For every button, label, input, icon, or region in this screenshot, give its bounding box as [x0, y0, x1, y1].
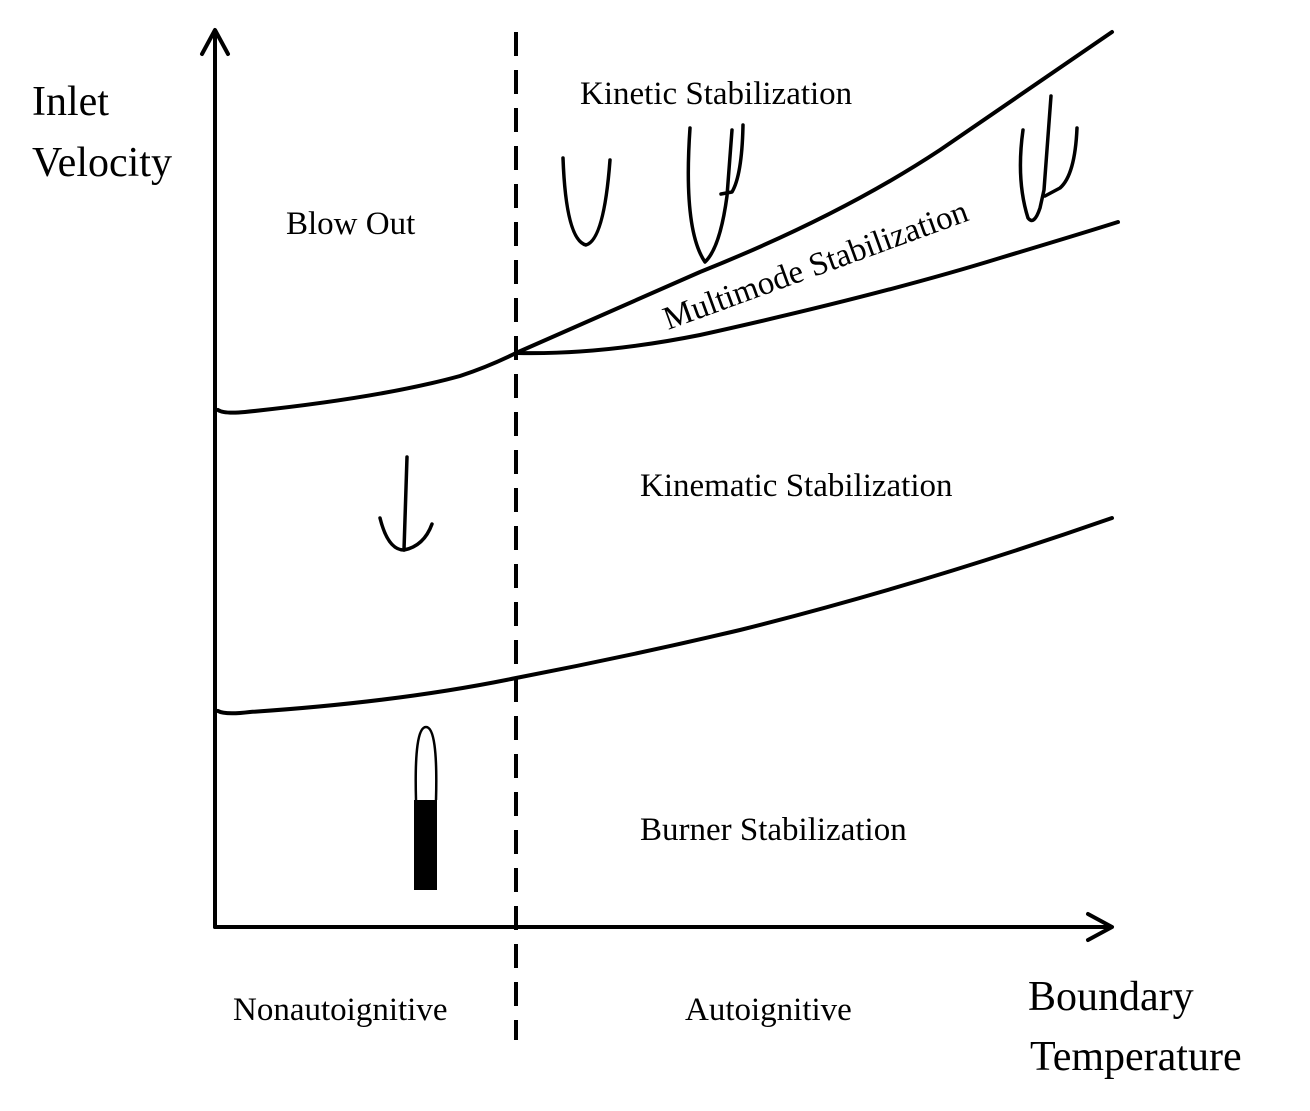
burner-tube [414, 800, 437, 890]
burner-flame-icon [414, 725, 438, 890]
kinetic-flame-icon-2 [686, 123, 745, 264]
multimode-kinematic-boundary-curve [514, 220, 1120, 356]
y-axis-title-line1: Inlet [32, 79, 109, 125]
blow-out-label: Blow Out [286, 206, 415, 242]
multimode-flame-icon [1018, 94, 1079, 223]
y-axis-arrowhead [200, 28, 230, 56]
kinematic-flame-icon [378, 455, 434, 552]
autoignitive-label: Autoignitive [685, 992, 852, 1028]
nonautoignitive-label: Nonautoignitive [233, 992, 447, 1028]
kinematic-burner-boundary-curve [216, 516, 1114, 716]
kinetic-multimode-boundary-curve [514, 30, 1114, 355]
x-axis-title-line1: Boundary [1028, 974, 1194, 1020]
kinetic-stabilization-label: Kinetic Stabilization [580, 76, 852, 112]
x-axis-arrowhead [1086, 912, 1114, 942]
kinematic-stabilization-label: Kinematic Stabilization [640, 468, 953, 504]
multimode-stabilization-label: Multimode Stabilization [658, 194, 973, 338]
x-axis-title-line2: Temperature [1030, 1034, 1242, 1080]
kinetic-flame-icon-1 [561, 156, 612, 247]
y-axis-title-line2: Velocity [32, 140, 172, 186]
burner-stabilization-label: Burner Stabilization [640, 812, 907, 848]
blowout-kinematic-boundary-curve [216, 351, 518, 415]
